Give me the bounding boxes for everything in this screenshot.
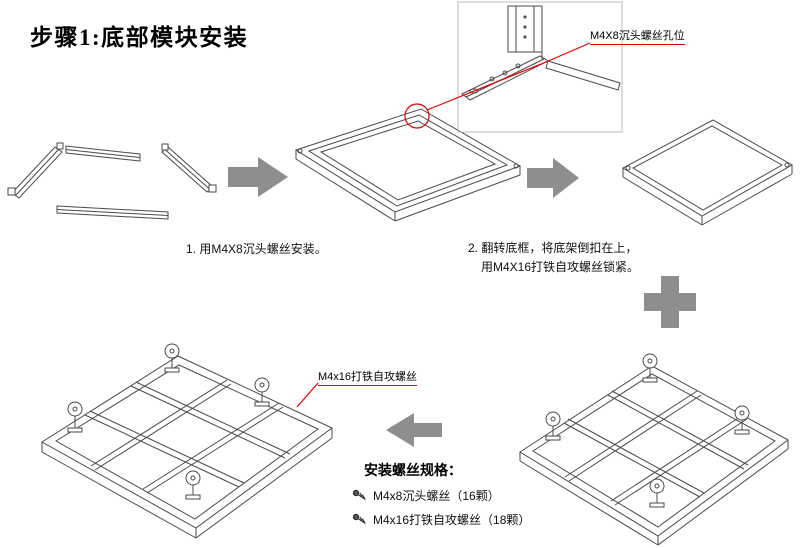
exploded-parts-drawing bbox=[7, 142, 217, 220]
arrow-right-icon bbox=[228, 157, 288, 197]
callout-self-tapping-screw-label: M4x16打铁自攻螺丝 bbox=[318, 368, 418, 386]
arrow-left-icon bbox=[386, 413, 442, 447]
screw-specs-block: 安装螺丝规格： M4x8沉头螺丝（16颗） bbox=[352, 460, 530, 535]
step2-caption: 2. 翻转底框，将底架倒扣在上， 用M4X16打铁自攻螺丝锁紧。 bbox=[468, 239, 639, 276]
spec-item-m4x8: M4x8沉头螺丝（16颗） bbox=[352, 487, 530, 504]
page-title: 步骤1:底部模块安装 bbox=[30, 25, 249, 50]
step2-caption-line1: 2. 翻转底框，将底架倒扣在上， bbox=[468, 241, 638, 255]
detail-inset-drawing bbox=[457, 1, 623, 133]
base-with-casters-left-drawing bbox=[41, 343, 333, 539]
arrow-right-icon-2 bbox=[527, 158, 579, 198]
step1-caption: 1. 用M4X8沉头螺丝安装。 bbox=[186, 242, 327, 256]
base-with-casters-right-drawing bbox=[519, 353, 789, 546]
screw-icon bbox=[352, 489, 368, 502]
spec-item-m4x16: M4x16打铁自攻螺丝（18颗） bbox=[352, 511, 530, 528]
callout-screw-hole-label: M4X8沉头螺丝孔位 bbox=[590, 27, 685, 45]
step2-caption-line2: 用M4X16打铁自攻螺丝锁紧。 bbox=[481, 259, 640, 274]
specs-heading: 安装螺丝规格： bbox=[364, 462, 462, 478]
spec-item-label: M4x16打铁自攻螺丝（18颗） bbox=[373, 513, 531, 527]
plus-icon bbox=[644, 276, 696, 328]
detail-highlight-circle bbox=[404, 103, 430, 129]
assembled-frame-drawing bbox=[294, 108, 522, 222]
spec-item-label: M4x8沉头螺丝（16颗） bbox=[373, 489, 500, 503]
flipped-frame-drawing bbox=[621, 119, 794, 226]
screw-icon bbox=[352, 513, 368, 526]
callout-leader-lines bbox=[296, 42, 591, 408]
